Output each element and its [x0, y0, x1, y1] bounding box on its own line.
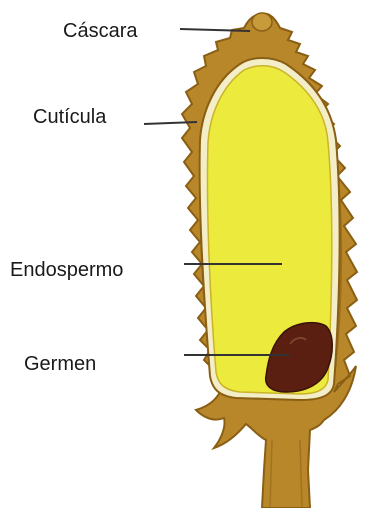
label-germen: Germen: [24, 354, 96, 374]
husk-tip: [252, 13, 272, 31]
label-cuticula: Cutícula: [33, 107, 106, 127]
label-cascara: Cáscara: [63, 21, 137, 41]
label-endospermo: Endospermo: [10, 260, 123, 280]
